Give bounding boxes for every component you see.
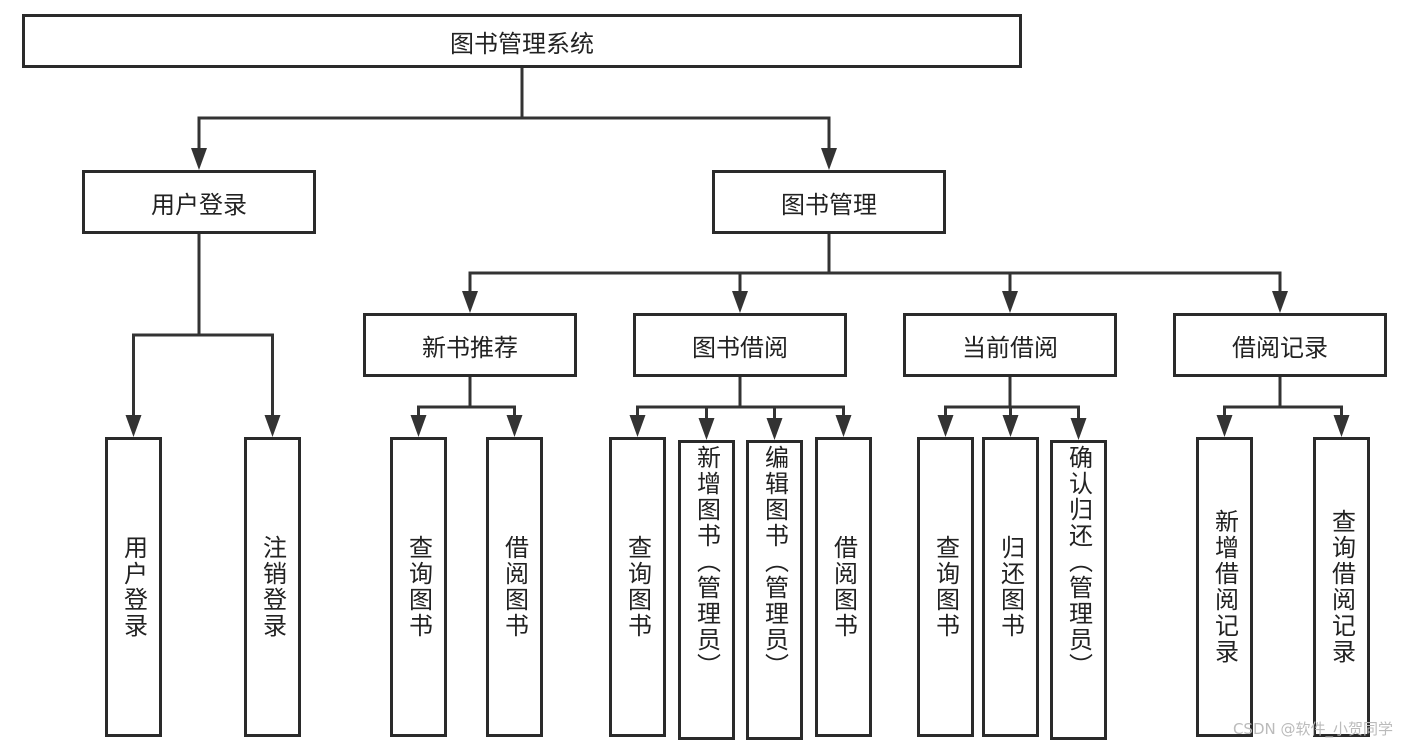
node-borrow: 图书借阅 bbox=[633, 313, 847, 377]
node-label: 用户登录 bbox=[151, 190, 247, 219]
node-label: 注销登录 bbox=[258, 535, 287, 639]
node-cur: 当前借阅 bbox=[903, 313, 1117, 377]
arrow-head-icon bbox=[1333, 415, 1350, 437]
node-l2: 注销登录 bbox=[244, 437, 301, 737]
arrow-head-icon bbox=[766, 418, 783, 440]
node-b4: 借阅图书 bbox=[815, 437, 872, 737]
node-label: 查询图书 bbox=[931, 535, 960, 639]
arrow-head-icon bbox=[1002, 291, 1018, 313]
node-c1: 查询图书 bbox=[917, 437, 974, 737]
arrow-head-icon bbox=[1272, 291, 1288, 313]
node-h2: 查询借阅记录 bbox=[1313, 437, 1370, 737]
arrow-head-icon bbox=[264, 415, 281, 437]
arrow-head-icon bbox=[1216, 415, 1233, 437]
node-label: 借阅图书 bbox=[500, 535, 529, 639]
arrow-head-icon bbox=[462, 291, 478, 313]
node-hist: 借阅记录 bbox=[1173, 313, 1387, 377]
node-mgmt: 图书管理 bbox=[712, 170, 946, 234]
node-label: 图书借阅 bbox=[692, 333, 788, 362]
arrow-head-icon bbox=[191, 148, 207, 170]
node-label: 新增图书（管理员） bbox=[692, 445, 721, 679]
watermark: CSDN @软件_小贺同学 bbox=[1232, 720, 1393, 738]
node-root: 图书管理系统 bbox=[22, 14, 1022, 68]
arrow-head-icon bbox=[937, 415, 954, 437]
node-r2: 借阅图书 bbox=[486, 437, 543, 737]
arrow-head-icon bbox=[410, 415, 427, 437]
node-h1: 新增借阅记录 bbox=[1196, 437, 1253, 737]
arrow-head-icon bbox=[629, 415, 646, 437]
node-label: 当前借阅 bbox=[962, 333, 1058, 362]
node-label: 查询图书 bbox=[404, 535, 433, 639]
node-label: 查询借阅记录 bbox=[1327, 509, 1356, 665]
node-label: 新增借阅记录 bbox=[1210, 509, 1239, 665]
node-l1: 用户登录 bbox=[105, 437, 162, 737]
node-label: 编辑图书（管理员） bbox=[760, 445, 789, 679]
node-r1: 查询图书 bbox=[390, 437, 447, 737]
arrow-head-icon bbox=[1002, 415, 1019, 437]
arrow-head-icon bbox=[698, 418, 715, 440]
node-label: 确认归还（管理员） bbox=[1064, 445, 1093, 679]
node-label: 借阅记录 bbox=[1232, 333, 1328, 362]
arrow-head-icon bbox=[732, 291, 748, 313]
arrow-head-icon bbox=[506, 415, 523, 437]
node-label: 用户登录 bbox=[119, 535, 148, 639]
node-label: 新书推荐 bbox=[422, 333, 518, 362]
arrow-head-icon bbox=[1070, 418, 1087, 440]
arrow-head-icon bbox=[821, 148, 837, 170]
arrow-head-icon bbox=[125, 415, 142, 437]
node-label: 查询图书 bbox=[623, 535, 652, 639]
node-b3: 编辑图书（管理员） bbox=[746, 440, 803, 740]
node-label: 借阅图书 bbox=[829, 535, 858, 639]
node-rec: 新书推荐 bbox=[363, 313, 577, 377]
node-b1: 查询图书 bbox=[609, 437, 666, 737]
node-label: 图书管理 bbox=[781, 190, 877, 219]
node-label: 图书管理系统 bbox=[450, 29, 594, 58]
arrow-head-icon bbox=[835, 415, 852, 437]
node-login: 用户登录 bbox=[82, 170, 316, 234]
node-c2: 归还图书 bbox=[982, 437, 1039, 737]
node-b2: 新增图书（管理员） bbox=[678, 440, 735, 740]
node-c3: 确认归还（管理员） bbox=[1050, 440, 1107, 740]
node-label: 归还图书 bbox=[996, 535, 1025, 639]
